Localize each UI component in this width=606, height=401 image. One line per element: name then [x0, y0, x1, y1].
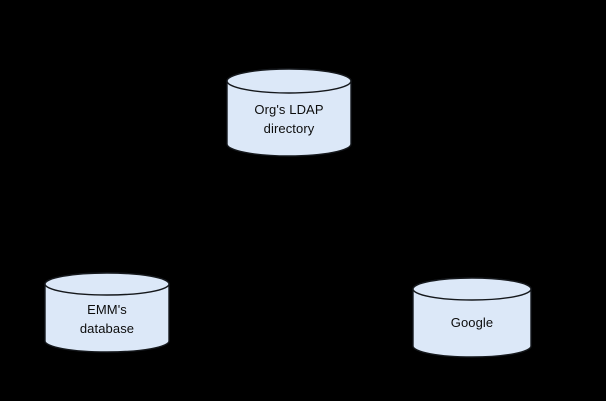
node-label-emm-database: EMM's database — [79, 302, 135, 336]
node-label-ldap-directory: Org's LDAP directory — [254, 102, 324, 136]
node-emm-database[interactable]: EMM's database — [44, 272, 170, 353]
node-label-google: Google — [450, 315, 494, 330]
cylinder-shape-emm-database — [44, 272, 170, 353]
cylinder-shape-google — [412, 277, 532, 358]
node-google[interactable]: Google — [412, 277, 532, 358]
cylinder-shape-ldap-directory — [226, 68, 352, 157]
node-ldap-directory[interactable]: Org's LDAP directory — [226, 68, 352, 157]
